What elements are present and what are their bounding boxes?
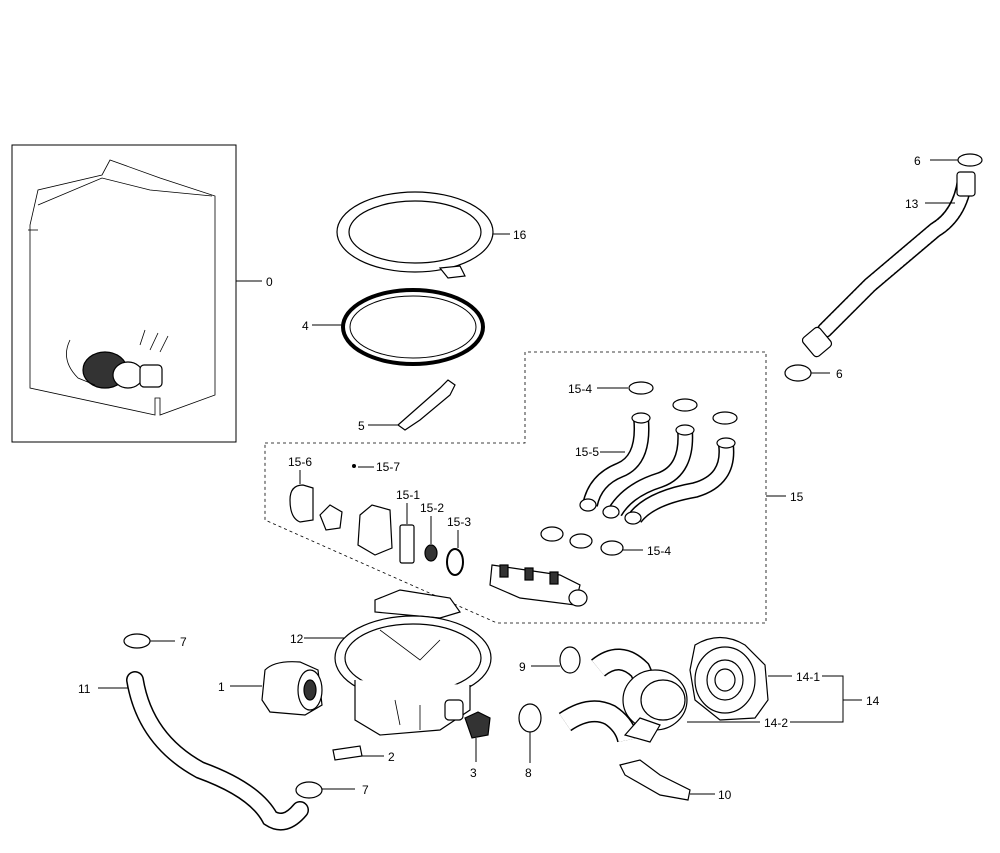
part-14-2-pump[interactable] [558, 648, 688, 743]
group-15-boundary [264, 351, 767, 624]
label-0[interactable]: 0 [266, 275, 273, 289]
part-1-motor[interactable] [261, 661, 323, 716]
part-0-dishwasher-assembly[interactable] [11, 144, 237, 443]
label-15-7[interactable]: 15-7 [376, 460, 400, 474]
part-15-4-clamps-top[interactable] [628, 381, 738, 425]
label-15-4-bottom[interactable]: 15-4 [647, 544, 671, 558]
label-15-2[interactable]: 15-2 [420, 501, 444, 515]
leader-14-bracket [790, 675, 844, 723]
label-13[interactable]: 13 [905, 197, 919, 211]
part-5-bracket[interactable] [397, 379, 456, 431]
part-15-5-hoses[interactable] [579, 412, 736, 525]
part-7-hose-clamp-top[interactable] [123, 633, 151, 649]
part-14-1-pump-housing[interactable] [689, 636, 769, 721]
part-12-sump[interactable] [334, 589, 492, 736]
label-12[interactable]: 12 [290, 632, 304, 646]
label-8[interactable]: 8 [525, 766, 532, 780]
label-6-top[interactable]: 6 [914, 154, 921, 168]
label-9[interactable]: 9 [519, 660, 526, 674]
part-15-diverter-housing[interactable] [357, 504, 393, 556]
part-15-6-diverter-cap[interactable] [289, 484, 314, 523]
part-6-hose-clamp-bottom[interactable] [784, 364, 812, 382]
label-7-bottom[interactable]: 7 [362, 783, 369, 797]
part-15-diverter-gear[interactable] [319, 504, 343, 531]
part-3-switch[interactable] [464, 711, 491, 739]
part-0-sump-illustration [66, 329, 169, 389]
part-15-2-spring[interactable] [424, 544, 438, 562]
part-15-4-clamps-bottom[interactable] [540, 526, 624, 556]
label-15-1[interactable]: 15-1 [396, 488, 420, 502]
part-7-hose-clamp-bottom[interactable] [295, 781, 323, 799]
label-15-5[interactable]: 15-5 [575, 445, 599, 459]
label-15-6[interactable]: 15-6 [288, 455, 312, 469]
label-7-top[interactable]: 7 [180, 635, 187, 649]
label-14-1[interactable]: 14-1 [796, 670, 820, 684]
label-2[interactable]: 2 [388, 750, 395, 764]
part-15-7-pin[interactable] [352, 464, 356, 468]
label-14-2[interactable]: 14-2 [764, 716, 788, 730]
part-4-gasket[interactable] [341, 288, 485, 366]
label-3[interactable]: 3 [470, 766, 477, 780]
label-4[interactable]: 4 [302, 319, 309, 333]
label-10[interactable]: 10 [718, 788, 732, 802]
part-11-hose[interactable] [126, 671, 309, 831]
label-15-4-top[interactable]: 15-4 [568, 382, 592, 396]
part-16-ring-frame[interactable] [336, 191, 494, 279]
part-8-clamp[interactable] [518, 703, 542, 733]
label-11[interactable]: 11 [78, 682, 91, 696]
part-2-sensor[interactable] [332, 745, 363, 761]
label-14[interactable]: 14 [866, 694, 880, 708]
part-9-clamp[interactable] [559, 646, 581, 674]
part-10-bracket[interactable] [619, 759, 691, 801]
label-6-bottom[interactable]: 6 [836, 367, 843, 381]
part-6-hose-clamp-top[interactable] [957, 153, 983, 167]
label-15-3[interactable]: 15-3 [447, 515, 471, 529]
part-13-drain-hose[interactable] [801, 171, 976, 358]
label-16[interactable]: 16 [513, 228, 527, 242]
part-15-manifold[interactable] [489, 564, 588, 607]
label-1[interactable]: 1 [218, 680, 225, 694]
part-15-3-o-ring[interactable] [446, 548, 464, 576]
label-5[interactable]: 5 [358, 419, 365, 433]
label-15[interactable]: 15 [790, 490, 804, 504]
part-15-1-shaft[interactable] [399, 524, 415, 564]
